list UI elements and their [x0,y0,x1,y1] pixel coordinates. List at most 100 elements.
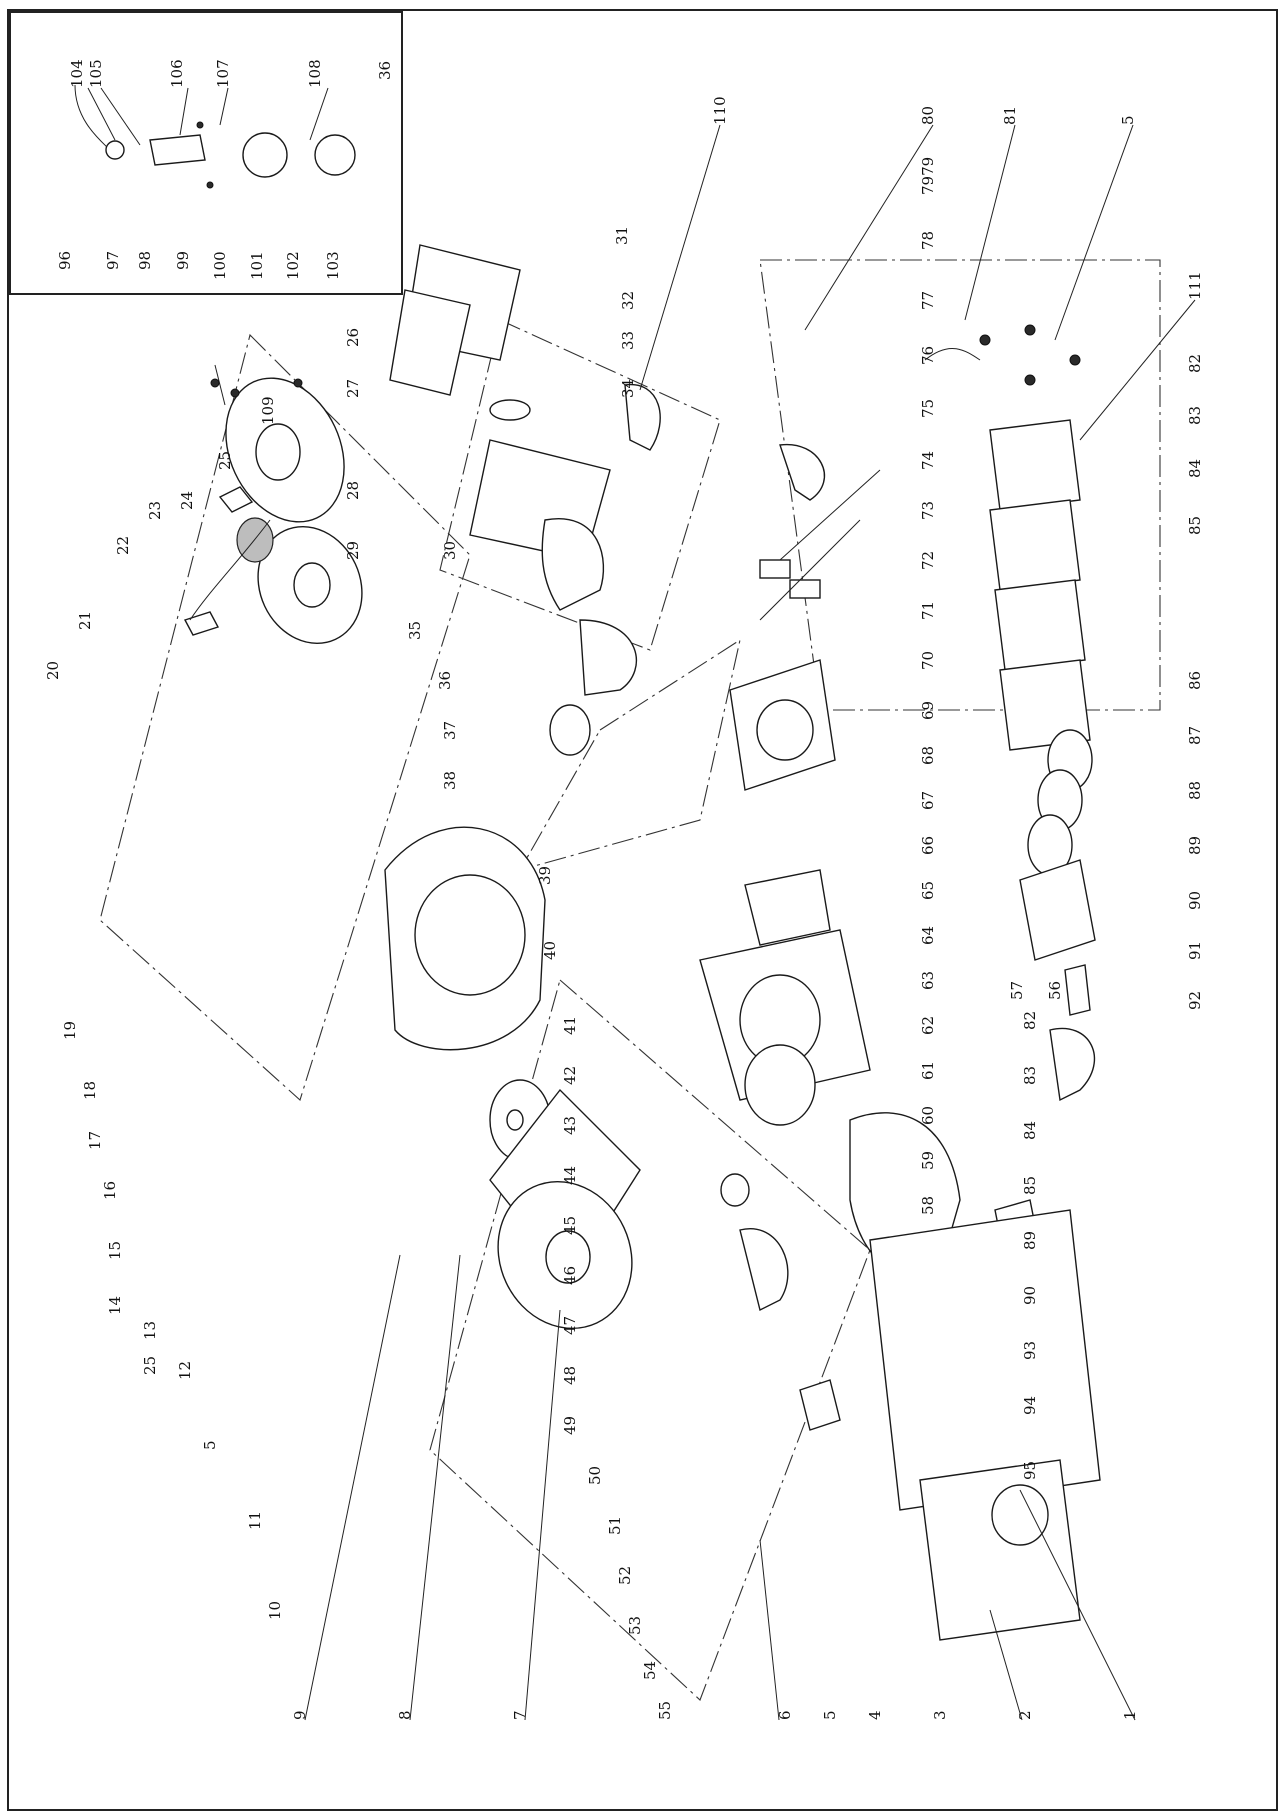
callout-36: 36 [436,671,454,690]
callout-35: 35 [406,621,424,640]
callout-82-top: 82 [1186,354,1204,373]
callout-85-right: 85 [1021,1176,1039,1195]
callout-84-top: 84 [1186,459,1204,478]
callout-56: 56 [1046,981,1064,1000]
callout-51: 51 [606,1516,624,1535]
callout-92: 92 [1186,991,1204,1010]
callout-83: 83 [1021,1066,1039,1085]
callout-59: 59 [919,1151,937,1170]
callout-70: 70 [919,651,937,670]
callout-99: 99 [174,251,192,270]
inset-box [9,11,403,295]
callout-13: 13 [141,1321,159,1340]
air-filter-and-carburetor [389,244,661,756]
recoil-starter-assembly [183,364,363,645]
callout-7: 7 [511,1710,529,1720]
callout-101: 101 [248,251,266,280]
callout-48: 48 [561,1366,579,1385]
callout-73: 73 [919,501,937,520]
callout-30: 30 [441,541,459,560]
callout-6: 6 [776,1710,794,1720]
callout-4: 4 [866,1710,884,1720]
callout-61: 61 [919,1061,937,1080]
callout-94: 94 [1021,1396,1039,1415]
callout-66: 66 [919,836,937,855]
callout-3: 3 [931,1710,949,1720]
callout-60: 60 [919,1106,937,1125]
callout-14: 14 [106,1296,124,1315]
callout-26: 26 [344,328,362,347]
callout-31: 31 [613,226,631,245]
callout-104: 104 [68,59,86,88]
fan-cover-and-flywheel [384,826,641,1330]
callout-5-bottom: 5 [821,1710,839,1720]
callout-44: 44 [561,1166,579,1185]
callout-23: 23 [146,501,164,520]
callout-2: 2 [1016,1710,1034,1720]
callout-62: 62 [919,1016,937,1035]
callout-65: 65 [919,881,937,900]
callout-68: 68 [919,746,937,765]
callout-27: 27 [344,379,362,398]
inset-components [74,84,356,189]
callout-21: 21 [76,611,94,630]
callout-93: 93 [1021,1341,1039,1360]
callout-38: 38 [441,771,459,790]
callout-49: 49 [561,1416,579,1435]
callouts-inset: 104 105 106 107 108 36 96 97 98 99 100 1… [56,59,394,280]
callout-106: 106 [168,59,186,88]
callout-109: 109 [259,396,277,425]
callouts-right-column: 82 83 84 85 89 90 93 94 95 [1021,1011,1039,1480]
callout-108: 108 [306,59,324,88]
callout-32: 32 [619,291,637,310]
callout-11: 11 [246,1511,264,1530]
callout-41: 41 [561,1016,579,1035]
callout-110: 110 [711,96,729,125]
callout-47: 47 [561,1316,579,1335]
callout-29: 29 [344,541,362,560]
group-outlines [99,259,1161,1701]
outer-border [7,9,1278,1811]
cylinder-block [699,869,871,1207]
callout-52: 52 [616,1566,634,1585]
callout-75: 75 [919,399,937,418]
callout-46: 46 [561,1266,579,1285]
callout-86: 86 [1186,671,1204,690]
callout-55: 55 [656,1701,674,1720]
cylinder-head-and-valves [729,443,881,791]
callout-71: 71 [919,601,937,620]
callout-76: 76 [919,346,937,365]
valve-cover-assembly [924,324,1091,751]
callout-107: 107 [214,59,232,88]
callout-8: 8 [396,1710,414,1720]
callout-64: 64 [919,926,937,945]
callout-82: 82 [1021,1011,1039,1030]
callout-81: 81 [1001,106,1019,125]
callout-95: 95 [1021,1461,1039,1480]
callout-39: 39 [536,866,554,885]
callout-102: 102 [284,251,302,280]
callout-87: 87 [1186,726,1204,745]
callout-97: 97 [104,251,122,270]
callout-54: 54 [641,1661,659,1680]
callout-20: 20 [44,661,62,680]
callout-90: 90 [1186,891,1204,910]
callout-83-top: 83 [1186,406,1204,425]
callout-77: 77 [919,291,937,310]
callout-98: 98 [136,251,154,270]
callout-91: 91 [1186,941,1204,960]
callout-12: 12 [176,1361,194,1380]
callout-34: 34 [619,379,637,398]
callout-57: 57 [1008,981,1026,1000]
callout-36-inset: 36 [376,61,394,80]
callout-37: 37 [441,721,459,740]
callout-43: 43 [561,1116,579,1135]
callout-25: 25 [141,1356,159,1375]
callout-16: 16 [101,1181,119,1200]
callout-96: 96 [56,251,74,270]
callout-1: 1 [1121,1710,1139,1720]
callout-89-right: 89 [1021,1231,1039,1250]
callout-24: 24 [178,491,196,510]
callout-33: 33 [619,331,637,350]
